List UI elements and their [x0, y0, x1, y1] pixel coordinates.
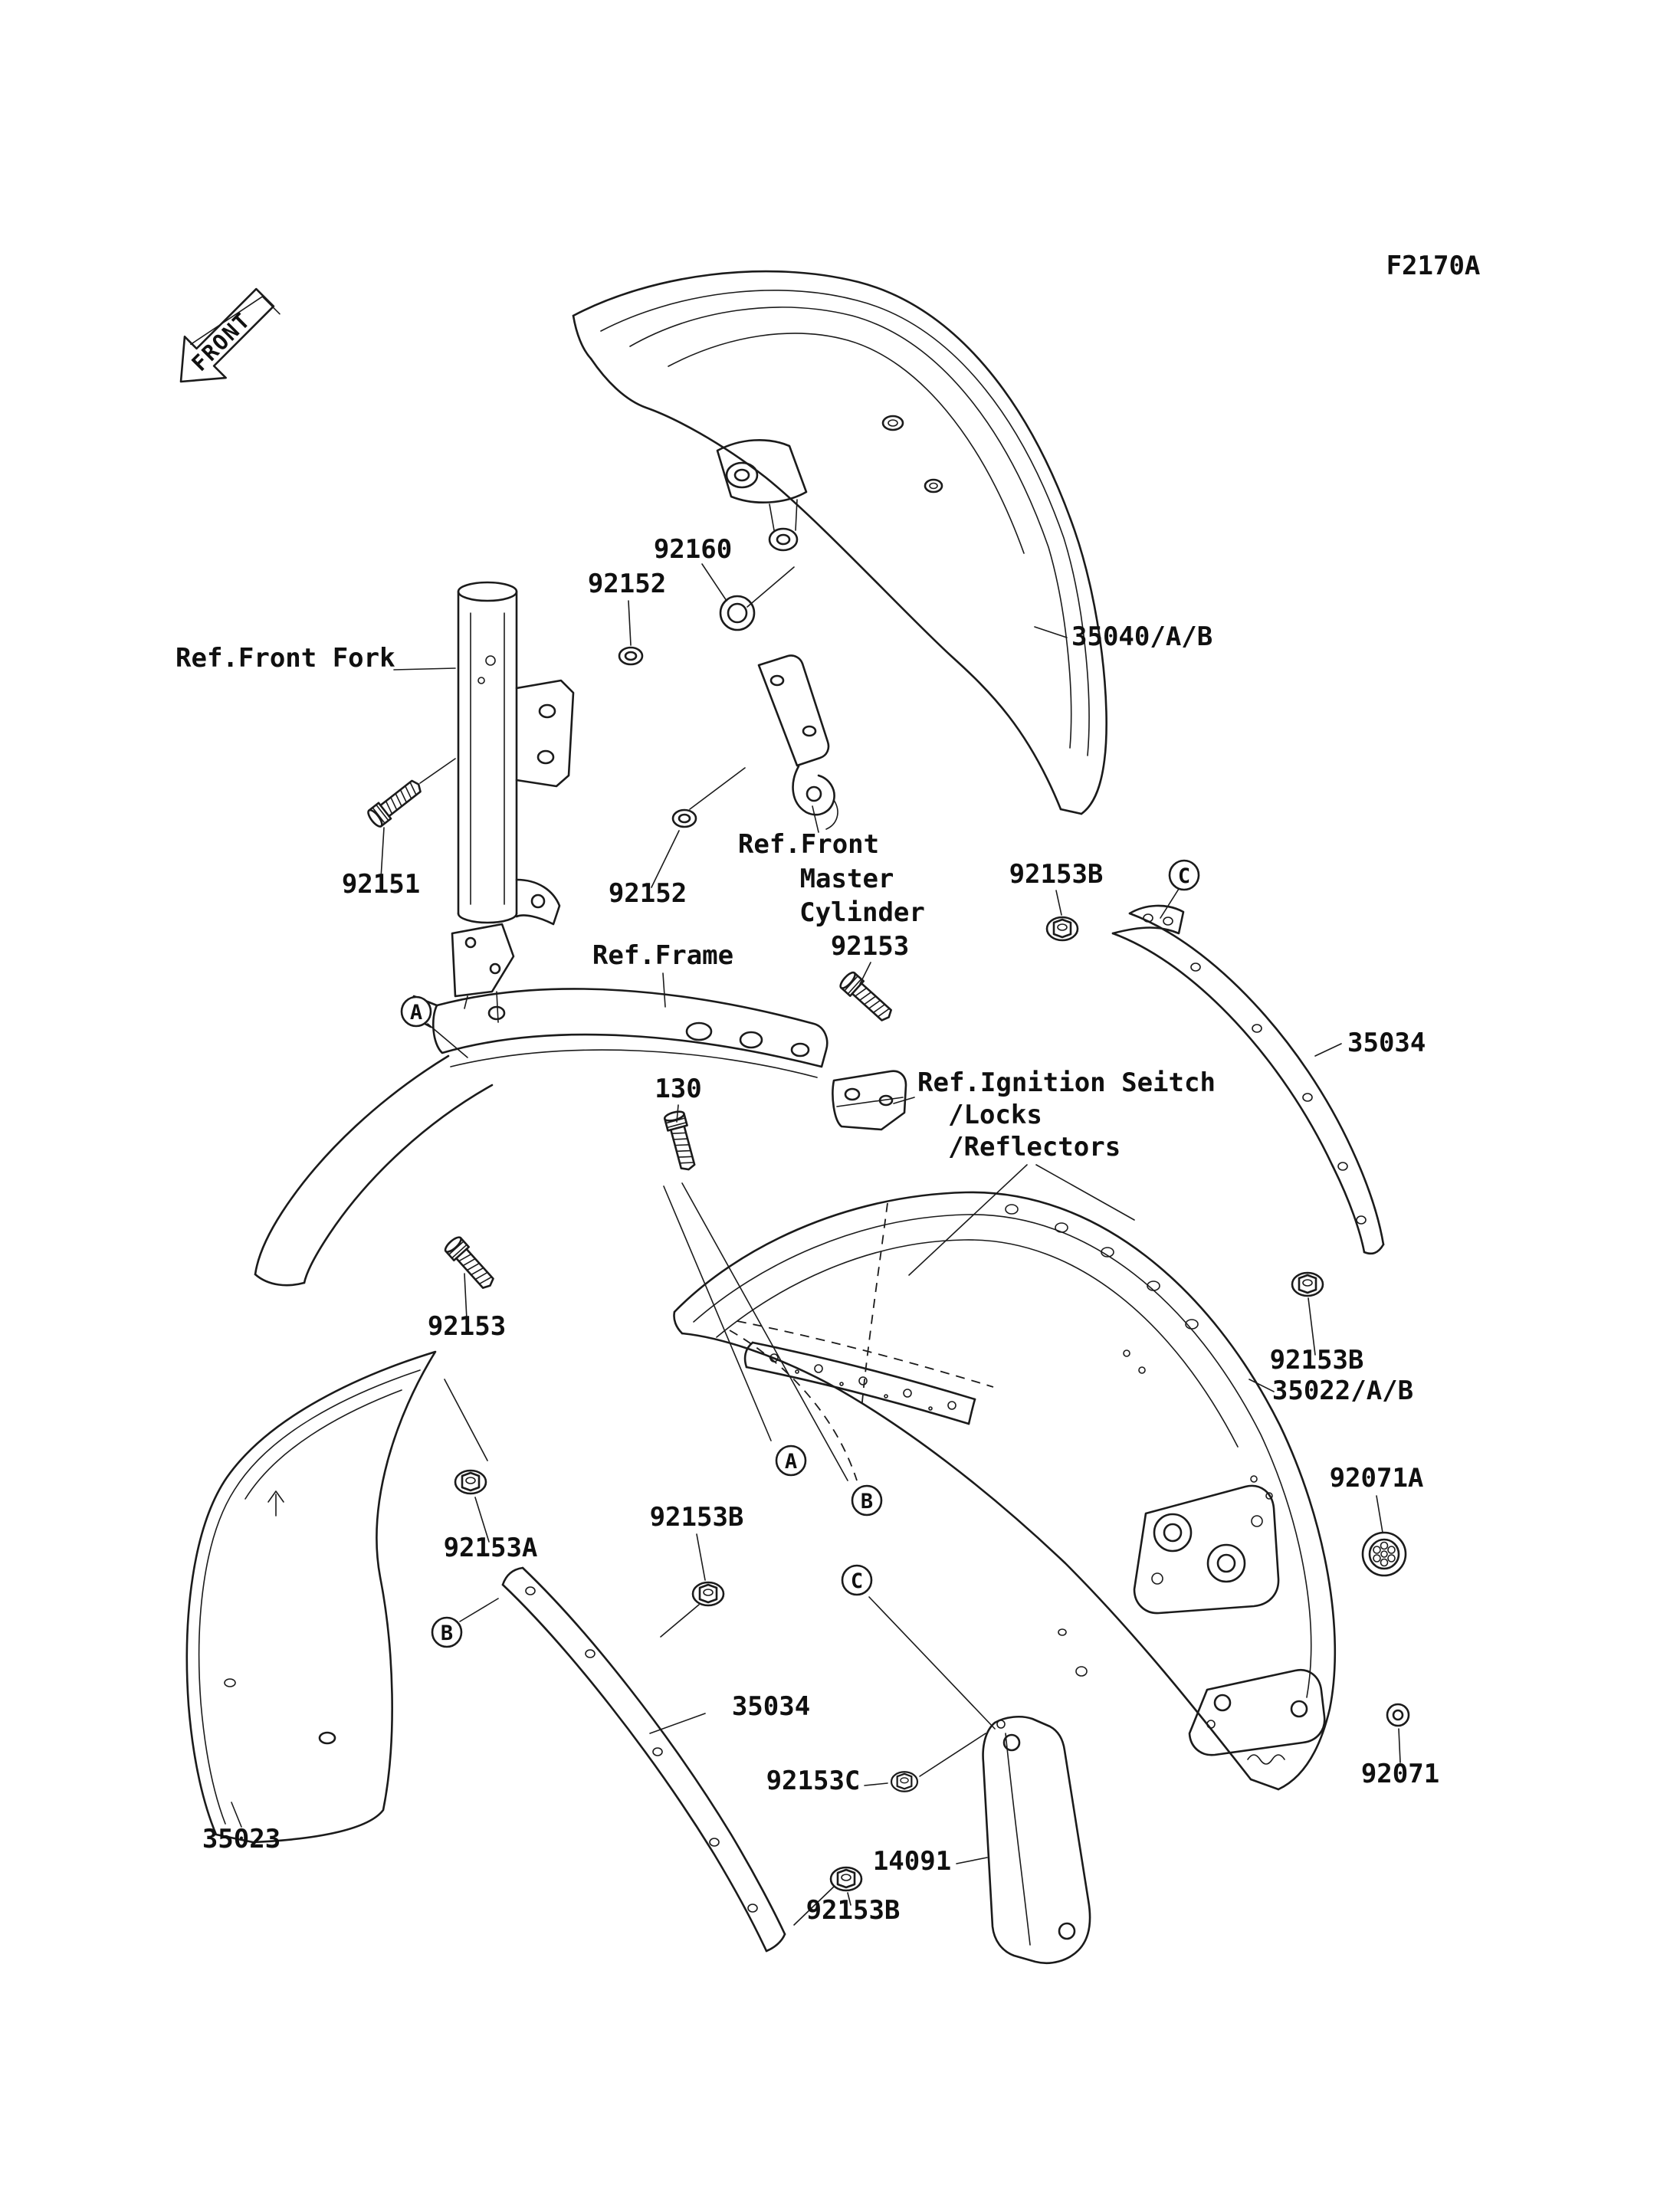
part-label-92160: 92160 — [654, 534, 732, 565]
part-label-92153b-top: 92153B — [1009, 859, 1104, 890]
ref-label-front-master-3: Cylinder — [799, 897, 925, 928]
bolt-92153b-mid — [691, 1581, 725, 1607]
leader-lines — [231, 563, 1401, 1926]
balloon-c-mid-label: C — [851, 1569, 863, 1593]
balloon-b-stay-bottom-label: B — [441, 1622, 453, 1645]
front-fork — [457, 581, 575, 926]
front-direction-arrow: FRONT — [179, 287, 281, 383]
part-label-92153b-right: 92153B — [1270, 1345, 1364, 1376]
part-label-35034-bottom: 35034 — [732, 1691, 810, 1722]
nut-92160 — [719, 595, 756, 631]
bolt-130 — [662, 1109, 700, 1173]
part-label-92151: 92151 — [342, 869, 420, 900]
bolt-92153a — [454, 1469, 487, 1495]
balloon-a-mid-label: A — [785, 1450, 797, 1474]
balloon-a-frame: A — [400, 995, 432, 1028]
cover-14091 — [982, 1715, 1091, 1965]
ignition-switch-bracket — [832, 1070, 907, 1131]
part-label-92152-bottom: 92152 — [609, 878, 687, 909]
part-label-92153b-mid: 92153B — [650, 1502, 744, 1533]
part-label-35040: 35040/A/B — [1071, 621, 1212, 652]
rear-fender-lower-bracket — [1188, 1668, 1326, 1765]
grommet-92071a — [1361, 1531, 1407, 1577]
part-label-92153-master: 92153 — [831, 931, 909, 962]
labels: 92160 92152 Ref.Front Fork 35040/A/B 921… — [176, 534, 1439, 1926]
balloon-b-stay-bottom: B — [431, 1616, 463, 1648]
part-label-35022: 35022/A/B — [1272, 1376, 1413, 1406]
part-label-92153b-bottom: 92153B — [806, 1895, 901, 1926]
front-fender — [572, 270, 1107, 815]
balloon-c-mid: C — [841, 1564, 873, 1596]
ref-label-front-master-1: Ref.Front — [738, 829, 879, 860]
bolt-92153-left — [441, 1234, 499, 1294]
nut-92153c — [890, 1771, 919, 1792]
part-label-92071a: 92071A — [1330, 1463, 1424, 1494]
bolt-92153b-bottom — [829, 1866, 863, 1892]
fender-stay-bottom — [501, 1566, 786, 1953]
part-label-35034-right: 35034 — [1347, 1028, 1426, 1058]
part-label-92153c: 92153C — [766, 1766, 861, 1796]
washer-92152-top — [618, 646, 644, 666]
ref-label-ignition-3: /Reflectors — [948, 1132, 1121, 1162]
balloon-c-stay-top-label: C — [1178, 864, 1190, 888]
washer-92152-bottom — [671, 808, 697, 828]
ref-label-ignition-2: /Locks — [948, 1100, 1042, 1130]
balloon-a-mid: A — [775, 1444, 807, 1477]
front-fender-inner — [185, 1350, 437, 1844]
part-label-35023: 35023 — [202, 1824, 281, 1854]
drawing-code-label: F2170A — [1386, 251, 1481, 281]
ref-label-front-master-2: Master — [800, 864, 894, 894]
ref-label-frame: Ref.Frame — [592, 940, 733, 971]
up-arrow-mark — [267, 1490, 284, 1517]
front-master-cylinder-bracket — [757, 654, 838, 830]
part-label-92153-left: 92153 — [428, 1311, 506, 1342]
fender-stay-right — [1111, 904, 1385, 1255]
balloon-a-frame-label: A — [410, 1001, 422, 1025]
part-label-92071: 92071 — [1361, 1759, 1439, 1789]
part-label-92152-top: 92152 — [588, 569, 666, 599]
rear-fender-side-plate — [1133, 1484, 1280, 1615]
washer-92071 — [1386, 1703, 1410, 1727]
rear-fender-mounting-strip — [743, 1341, 976, 1425]
bolt-92153b-right — [1291, 1271, 1324, 1297]
front-direction-label: FRONT — [187, 307, 256, 376]
bolt-92153b-top — [1045, 916, 1079, 942]
balloon-c-stay-top: C — [1168, 859, 1200, 891]
balloon-b-mid-label: B — [861, 1490, 873, 1513]
frame — [254, 923, 829, 1287]
ref-label-front-fork: Ref.Front Fork — [176, 643, 395, 674]
bolt-92153-master — [837, 969, 897, 1026]
part-label-14091: 14091 — [873, 1846, 951, 1877]
rear-fender — [673, 1191, 1337, 1791]
balloon-b-mid: B — [851, 1484, 883, 1517]
part-label-92153a: 92153A — [444, 1533, 538, 1563]
ref-label-ignition-1: Ref.Ignition Seitch — [917, 1067, 1216, 1098]
bolt-92151 — [365, 775, 426, 830]
part-label-130: 130 — [655, 1074, 701, 1104]
